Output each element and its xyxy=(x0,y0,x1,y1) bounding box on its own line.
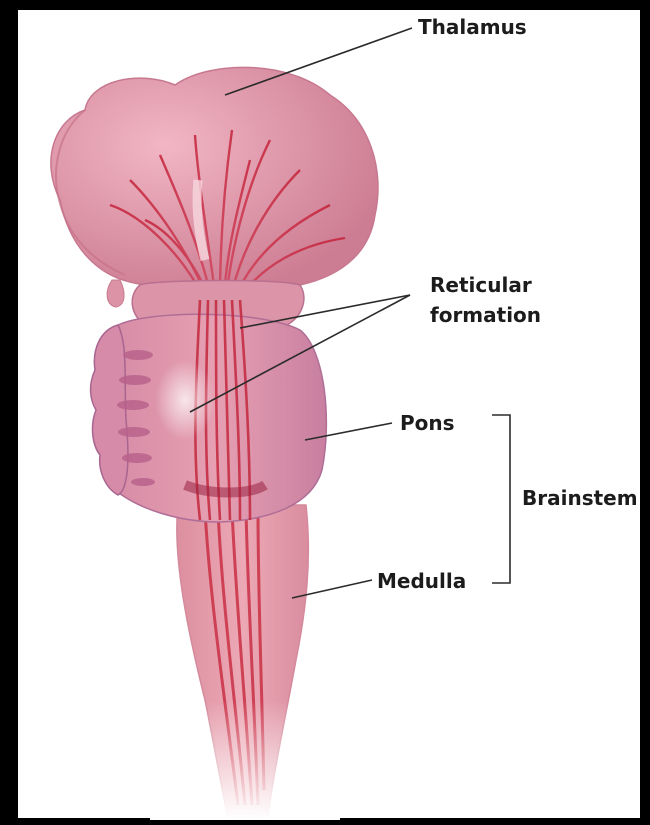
brainstem-label: Brainstem xyxy=(522,486,638,510)
medulla-label: Medulla xyxy=(377,569,466,593)
pons-label: Pons xyxy=(400,411,455,435)
thalamus-droplet xyxy=(107,280,124,307)
thalamus-label: Thalamus xyxy=(418,15,527,39)
reticular-label-line1: Reticular xyxy=(430,273,532,297)
pons-glow xyxy=(155,360,215,440)
thalamus-shape xyxy=(51,67,378,290)
reticular-label-line2: formation xyxy=(430,303,541,327)
medulla-fade xyxy=(150,700,340,820)
